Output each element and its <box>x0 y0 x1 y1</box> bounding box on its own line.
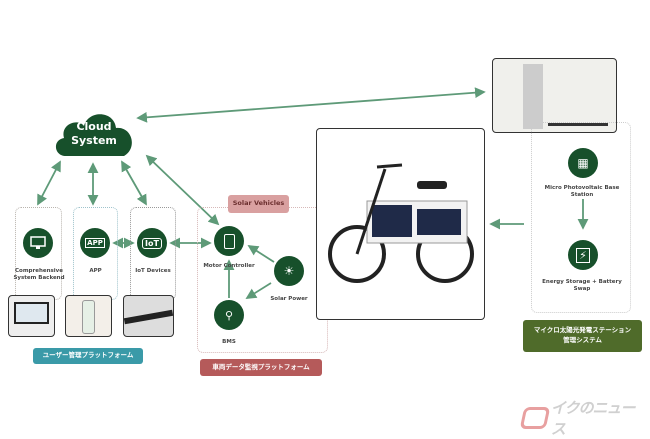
station-platform-tag: マイクロ太陽光発電ステーション 管理システム <box>523 320 642 352</box>
app-label: APP <box>89 268 102 274</box>
battery-swap-label: Energy Storage + Battery Swap <box>542 279 622 293</box>
bike-illustration <box>328 163 474 283</box>
iot-icon: IoT <box>137 228 167 258</box>
iot-label: IoT Devices <box>135 268 171 274</box>
station-photo <box>492 58 617 133</box>
vehicle-platform-tag: 車両データ監視プラットフォーム <box>200 359 322 376</box>
hierarchy-icon: ⚲ <box>214 300 244 330</box>
cloud-icon <box>55 114 132 156</box>
solar-panel-icon: ☀ <box>274 256 304 286</box>
cloud-label-1: Cloud <box>76 120 112 133</box>
solar-power-label: Solar Power <box>270 296 308 302</box>
station-tag-line1: マイクロ太陽光発電ステーション <box>533 326 632 335</box>
station-column <box>531 122 631 313</box>
bike-news-logo: イクのニュース <box>519 399 647 438</box>
vehicle-data-box <box>197 207 328 353</box>
app-icon: APP <box>80 228 110 258</box>
controller-icon <box>214 226 244 256</box>
backend-label: Comprehensive System Backend <box>13 268 65 282</box>
iot-handlebar-photo <box>123 295 174 337</box>
battery-swap-icon: ⚡ <box>568 240 598 270</box>
bms-label: BMS <box>222 339 236 345</box>
monitor-icon <box>23 228 53 258</box>
cloud-label-2: System <box>71 133 117 147</box>
cloud-system: Cloud System <box>52 106 136 160</box>
pv-station-label: Micro Photovoltaic Base Station <box>544 185 620 199</box>
solar-station-icon: ▦ <box>568 148 598 178</box>
solar-bike-photo <box>316 128 485 320</box>
app-phone-photo <box>65 295 112 337</box>
user-platform-tag: ユーザー管理プラットフォーム <box>33 348 143 364</box>
station-tag-line2: 管理システム <box>563 336 602 344</box>
backend-screen-photo <box>8 295 55 337</box>
motor-controller-label: Motor Controller <box>203 263 255 269</box>
solar-vehicles-tag: Solar Vehicles <box>228 195 289 213</box>
